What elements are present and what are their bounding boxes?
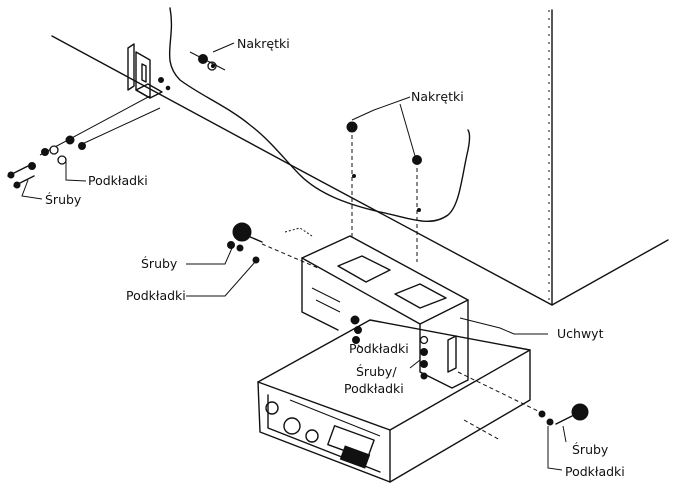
label-screws-mid: Śruby <box>141 256 178 271</box>
label-bracket: Uchwyt <box>557 326 604 341</box>
labels: Nakrętki Nakrętki Podkładki Śruby Śruby … <box>45 36 625 479</box>
mounting-bracket <box>301 235 469 389</box>
label-nuts-top: Nakrętki <box>237 36 290 51</box>
label-washers-left: Podkładki <box>88 173 148 188</box>
label-nuts-middle: Nakrętki <box>411 89 464 104</box>
label-screws-right: Śruby <box>572 442 609 457</box>
label-screws-washers-line2: Podkładki <box>344 381 404 396</box>
leader-lines <box>21 42 567 471</box>
mid-fasteners <box>227 222 319 269</box>
label-screws-washers-line1: Śruby/ <box>356 364 397 379</box>
label-washers-right: Podkładki <box>565 464 625 479</box>
dashboard-panel <box>51 7 669 306</box>
wall-bracket <box>127 43 171 99</box>
label-washers-mid: Podkładki <box>126 288 186 303</box>
top-nuts <box>189 51 226 71</box>
cb-radio-unit <box>257 319 531 483</box>
right-fasteners <box>457 371 589 426</box>
left-fasteners <box>7 95 161 189</box>
label-screws-left: Śruby <box>45 192 82 207</box>
label-washers-center: Podkładki <box>349 341 409 356</box>
middle-nuts <box>346 121 422 262</box>
